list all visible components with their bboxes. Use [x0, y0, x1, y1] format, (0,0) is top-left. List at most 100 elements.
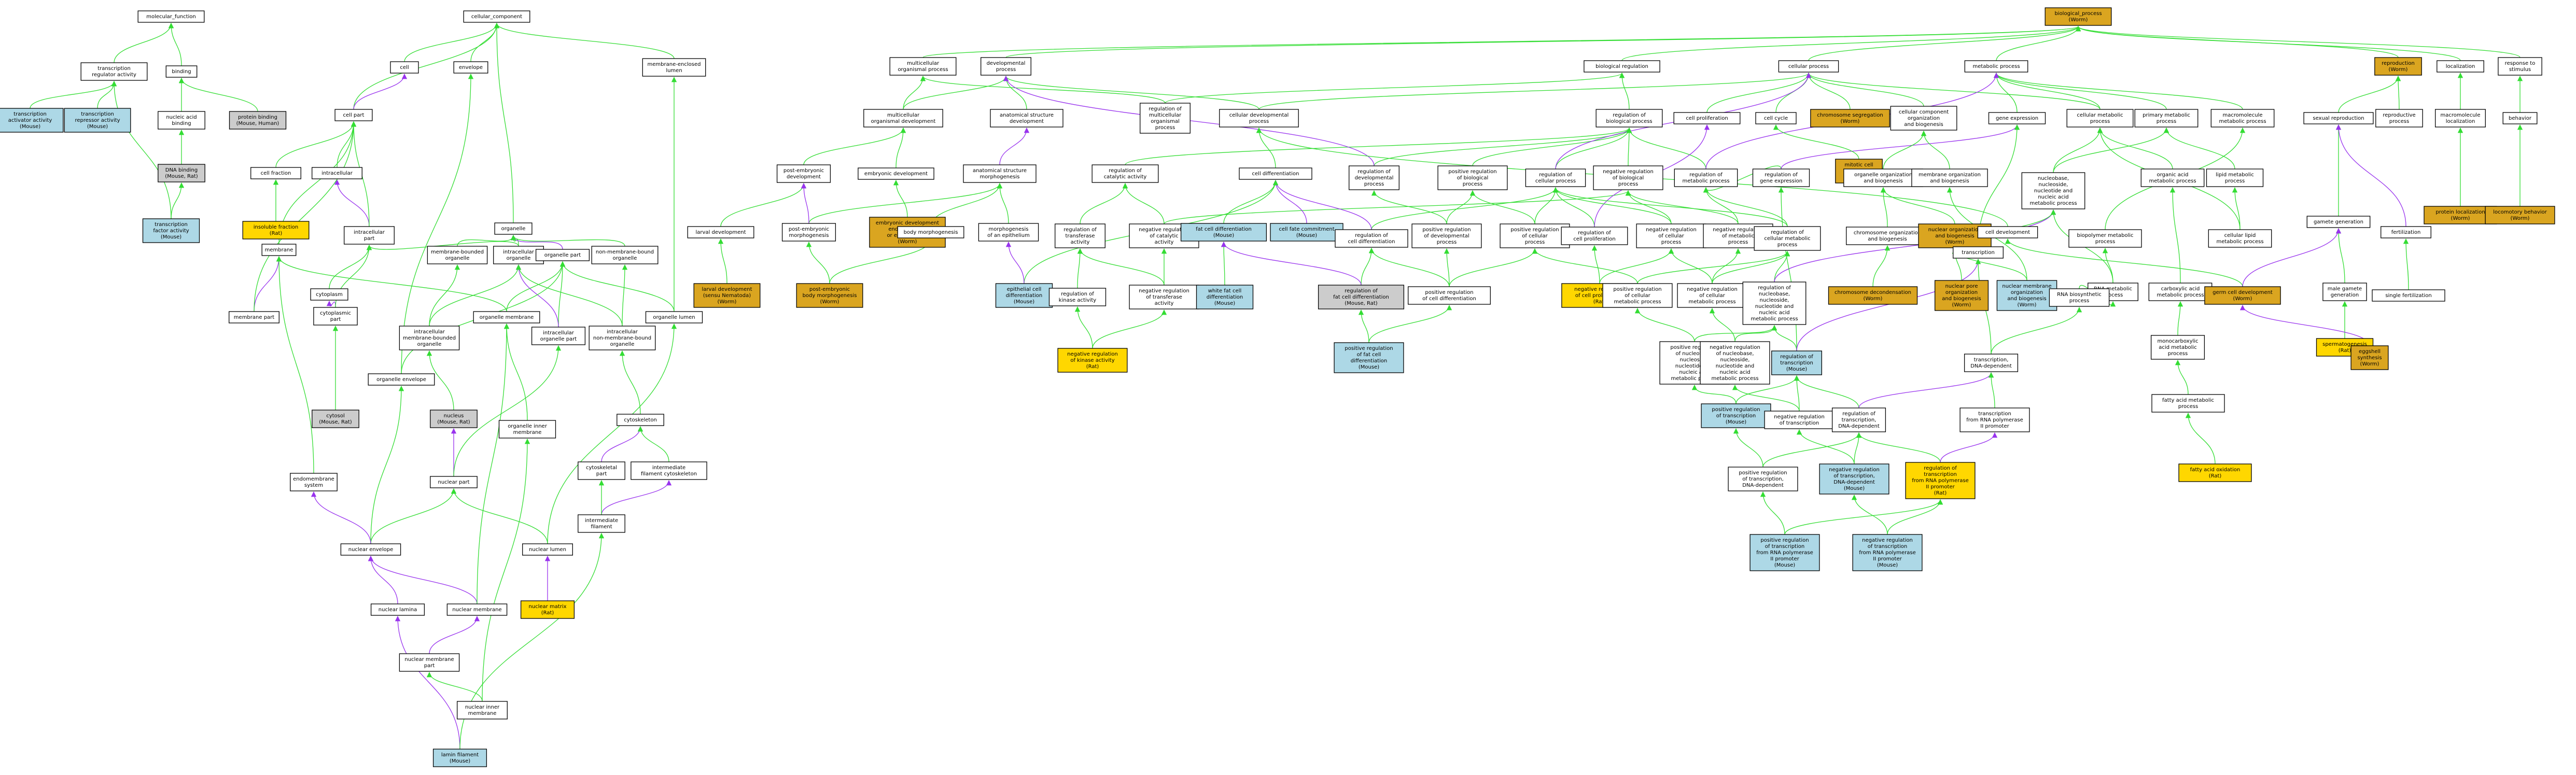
term-node-germcelldev[interactable]: germ cell development(Worm) [2204, 286, 2281, 305]
term-node-celldiff[interactable]: cell differentiation [1239, 167, 1312, 180]
term-node-bodymorph[interactable]: body morphogenesis [897, 226, 964, 238]
term-node-mf[interactable]: molecular_function [137, 10, 205, 23]
term-node-binding[interactable]: binding [165, 65, 198, 78]
term-node-orgmem[interactable]: organelle membrane [473, 311, 540, 323]
term-node-fattyacidox[interactable]: fatty acid oxidation(Rat) [2178, 463, 2252, 482]
term-node-transcription[interactable]: transcription [1953, 246, 2004, 259]
term-node-cc[interactable]: cellular_component [463, 10, 530, 23]
term-node-dnatranscription[interactable]: transcription,DNA-dependent [1964, 354, 2019, 372]
term-node-orgenv[interactable]: organelle envelope [368, 373, 435, 386]
term-node-larvdevworm[interactable]: larval development(sensu Nematoda)(Worm) [693, 283, 761, 308]
term-node-nucenv[interactable]: nuclear envelope [340, 543, 401, 556]
term-node-cellfate[interactable]: cell fate commitment(Mouse) [1270, 223, 1343, 242]
term-node-protbind[interactable]: protein binding(Mouse, Human) [229, 111, 287, 130]
term-node-cytosol[interactable]: cytosol(Mouse, Rat) [312, 410, 359, 428]
term-node-cellcycle[interactable]: cell cycle [1755, 112, 1797, 124]
term-node-nbmet[interactable]: nucleobase,nucleoside,nucleotide andnucl… [2021, 172, 2085, 209]
term-node-reproduction[interactable]: reproduction(Worm) [2374, 57, 2422, 76]
term-node-intracell[interactable]: intracellular [312, 167, 362, 179]
term-node-nucpart[interactable]: nuclear part [430, 476, 478, 488]
term-node-bp[interactable]: biological_process(Worm) [2045, 7, 2112, 26]
term-node-fatcelldiff[interactable]: fat cell differentiation(Mouse) [1180, 223, 1267, 242]
term-node-larvdev[interactable]: larval development [687, 226, 754, 238]
term-node-nucmatrix[interactable]: nuclear matrix(Rat) [520, 600, 575, 619]
term-node-locobeh[interactable]: locomotory behavior(Worm) [2485, 206, 2555, 224]
term-node-geneexp[interactable]: gene expression [1988, 112, 2046, 124]
term-node-metproc[interactable]: metabolic process [1964, 60, 2028, 73]
term-node-cell[interactable]: cell [390, 61, 419, 74]
term-node-laminfil[interactable]: lamin filament(Mouse) [432, 749, 487, 767]
term-node-regmcop[interactable]: regulation ofmulticellularorganismalproc… [1140, 103, 1191, 134]
term-node-membrane[interactable]: membrane [261, 244, 297, 256]
term-node-behavior[interactable]: behavior [2502, 112, 2538, 124]
term-node-localization[interactable]: localization [2437, 60, 2484, 73]
term-node-nuclamina[interactable]: nuclear lamina [370, 603, 425, 616]
term-node-orglumen[interactable]: organelle lumen [645, 311, 703, 323]
term-node-chromseg[interactable]: chromosome segregation(Worm) [1810, 109, 1890, 128]
term-node-dnab[interactable]: DNA binding(Mouse, Rat) [158, 164, 205, 182]
term-node-orgpart[interactable]: organelle part [535, 249, 590, 261]
term-node-fert[interactable]: fertilization [2381, 226, 2431, 238]
term-node-cellproc[interactable]: cellular process [1778, 60, 1839, 73]
term-node-envelope[interactable]: envelope [453, 61, 488, 74]
